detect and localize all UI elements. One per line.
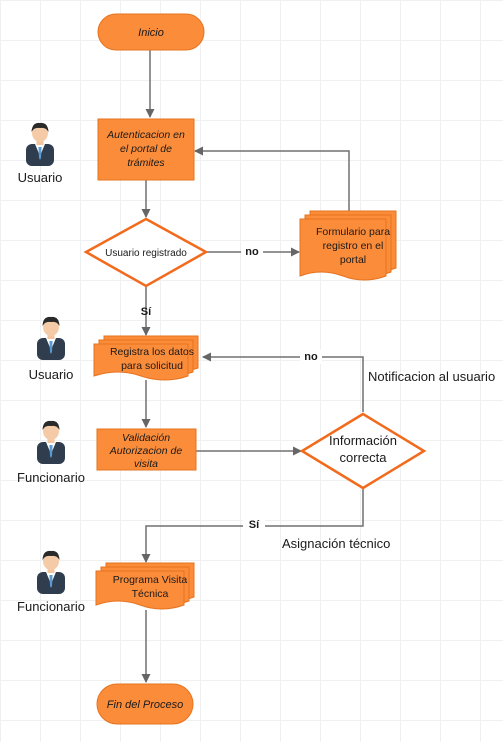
- notificacion-label: Notificacion al usuario: [368, 369, 495, 384]
- actor-usuario-2: Usuario: [29, 316, 74, 382]
- edge-label-bg: [300, 350, 322, 364]
- edge-label-si-2: Sí: [249, 519, 260, 531]
- edge-label-no-1: no: [245, 246, 259, 258]
- actor-label: Usuario: [29, 367, 74, 382]
- person-icon: [37, 316, 65, 360]
- document-formulario: Formulario para registro en el portal: [299, 210, 397, 281]
- programa-line-1: Programa Visita: [113, 574, 188, 586]
- process-validacion: Validación Autorizacion de visita: [96, 428, 197, 471]
- validacion-line-1: Validación: [122, 432, 170, 444]
- edge-informacion-registra-no: [202, 352, 364, 412]
- registra-line-2: para solicitud: [121, 360, 183, 372]
- person-icon: [37, 550, 65, 594]
- edge-label-bg: [241, 244, 263, 258]
- formulario-line-2: registro en el: [323, 240, 384, 252]
- edge-label-si-1: Sí: [141, 306, 152, 318]
- validacion-line-2: Autorizacion de: [109, 445, 183, 457]
- edge-label-no-2: no: [304, 351, 318, 363]
- programa-line-2: Técnica: [132, 588, 169, 600]
- asignacion-label: Asignación técnico: [282, 536, 390, 551]
- informacion-line-2: correcta: [340, 450, 388, 465]
- registra-line-1: Registra los datos: [110, 346, 194, 358]
- edge-label-bg: [243, 518, 265, 532]
- actor-label: Funcionario: [17, 599, 85, 614]
- actor-label: Funcionario: [17, 470, 85, 485]
- edge-formulario-autenticacion: [194, 146, 350, 211]
- formulario-line-3: portal: [340, 254, 366, 266]
- decision-informacion-correcta: Información correcta: [299, 412, 427, 490]
- actor-label: Usuario: [18, 170, 63, 185]
- formulario-line-1: Formulario para: [316, 226, 390, 238]
- process-autenticacion: Autenticacion en el portal de trámites: [97, 118, 195, 181]
- document-programa-visita: Programa Visita Técnica: [95, 562, 195, 610]
- document-registra-datos: Registra los datos para solicitud: [93, 335, 199, 381]
- start-label: Inicio: [138, 27, 164, 39]
- decision-usuario-registrado: Usuario registrado: [83, 217, 209, 288]
- end-label: Fin del Proceso: [107, 699, 183, 711]
- autenticacion-line-2: el portal de: [120, 143, 172, 155]
- end-node: Fin del Proceso: [96, 683, 194, 725]
- autenticacion-line-1: Autenticacion en: [106, 129, 185, 141]
- usuario-registrado-label: Usuario registrado: [105, 248, 187, 259]
- informacion-line-1: Información: [329, 433, 397, 448]
- autenticacion-line-3: trámites: [127, 157, 165, 169]
- person-icon: [37, 420, 65, 464]
- actor-usuario-1: Usuario: [18, 122, 63, 185]
- actor-funcionario-1: Funcionario: [17, 420, 85, 485]
- person-icon: [26, 122, 54, 166]
- actor-funcionario-2: Funcionario: [17, 550, 85, 614]
- validacion-line-3: visita: [134, 458, 158, 470]
- start-node: Inicio: [97, 13, 205, 51]
